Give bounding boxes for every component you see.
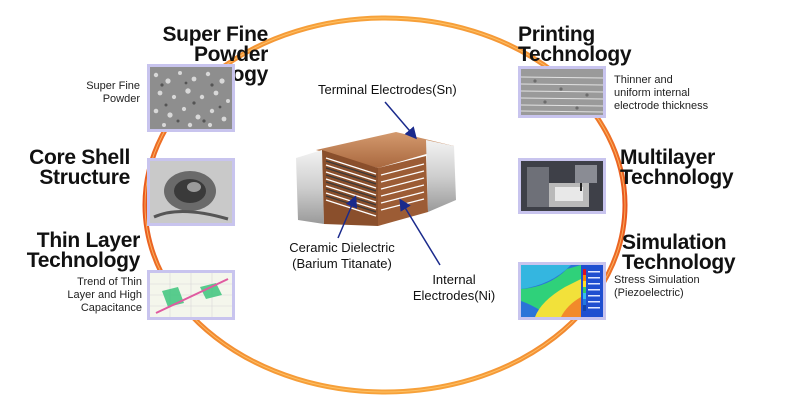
powder-title-line1: Super Fine Powder xyxy=(162,23,268,66)
thin-layer-chart-image xyxy=(147,270,235,320)
powder-caption-line2: Powder xyxy=(102,93,140,105)
super-fine-powder-caption: Super Fine Powder xyxy=(60,80,140,106)
printing-caption-line3: electrode thickness xyxy=(614,100,709,112)
printing-caption-line1: Thinner and xyxy=(614,74,673,86)
internal-electrodes-label: Internal Electrodes(Ni) xyxy=(404,272,504,304)
simulation-title-line1: Simulation xyxy=(622,231,727,254)
ceramic-dielectric-label: Ceramic Dielectric (Barium Titanate) xyxy=(282,240,402,272)
powder-caption-line1: Super Fine xyxy=(86,80,140,92)
simulation-caption-line1: Stress Simulation xyxy=(614,274,700,286)
thin-title-line2: Technology xyxy=(26,249,141,272)
terminal-electrodes-label: Terminal Electrodes(Sn) xyxy=(318,82,457,97)
simulation-title: Simulation Technology xyxy=(622,231,762,274)
ceramic-label-line1: Ceramic Dielectric xyxy=(289,240,395,255)
super-fine-powder-image xyxy=(147,64,235,132)
core-title-line2: Structure xyxy=(39,166,130,189)
terminal-arrow xyxy=(384,101,417,140)
simulation-caption: Stress Simulation (Piezoelectric) xyxy=(614,274,734,300)
core-title-line1: Core Shell xyxy=(29,146,130,169)
thin-title-line1: Thin Layer xyxy=(36,229,141,252)
multilayer-title: Multilayer Technology xyxy=(620,146,760,189)
printing-title-line1: Printing xyxy=(518,23,595,46)
ceramic-label-line2: (Barium Titanate) xyxy=(292,256,392,271)
printing-caption: Thinner and uniform internal electrode t… xyxy=(614,74,744,113)
internal-arrow xyxy=(399,198,441,266)
multilayer-machine-image xyxy=(518,158,606,214)
thin-layer-caption: Trend of Thin Layer and High Capacitance xyxy=(52,276,142,315)
ceramic-arrow xyxy=(337,195,358,239)
simulation-caption-line2: (Piezoelectric) xyxy=(614,287,684,299)
printing-image xyxy=(518,66,606,118)
multilayer-title-line1: Multilayer xyxy=(620,146,716,169)
core-shell-image xyxy=(147,158,235,226)
mlcc-chip-illustration xyxy=(296,132,456,226)
thin-caption-line3: Capacitance xyxy=(80,302,142,314)
internal-label-line1: Internal xyxy=(432,272,476,287)
multilayer-title-line2: Technology xyxy=(620,166,734,189)
thin-layer-title: Thin Layer Technology xyxy=(18,229,141,272)
stress-simulation-image xyxy=(518,262,606,320)
thin-caption-line1: Trend of Thin xyxy=(77,276,142,288)
thin-caption-line2: Layer and High xyxy=(67,289,142,301)
printing-title-line2: Technology xyxy=(518,43,632,66)
printing-caption-line2: uniform internal xyxy=(614,87,690,99)
printing-title: Printing Technology xyxy=(518,23,678,66)
core-shell-title: Core Shell Structure xyxy=(18,146,130,189)
simulation-title-line2: Technology xyxy=(622,251,736,274)
internal-label-line2: Electrodes(Ni) xyxy=(412,288,496,303)
